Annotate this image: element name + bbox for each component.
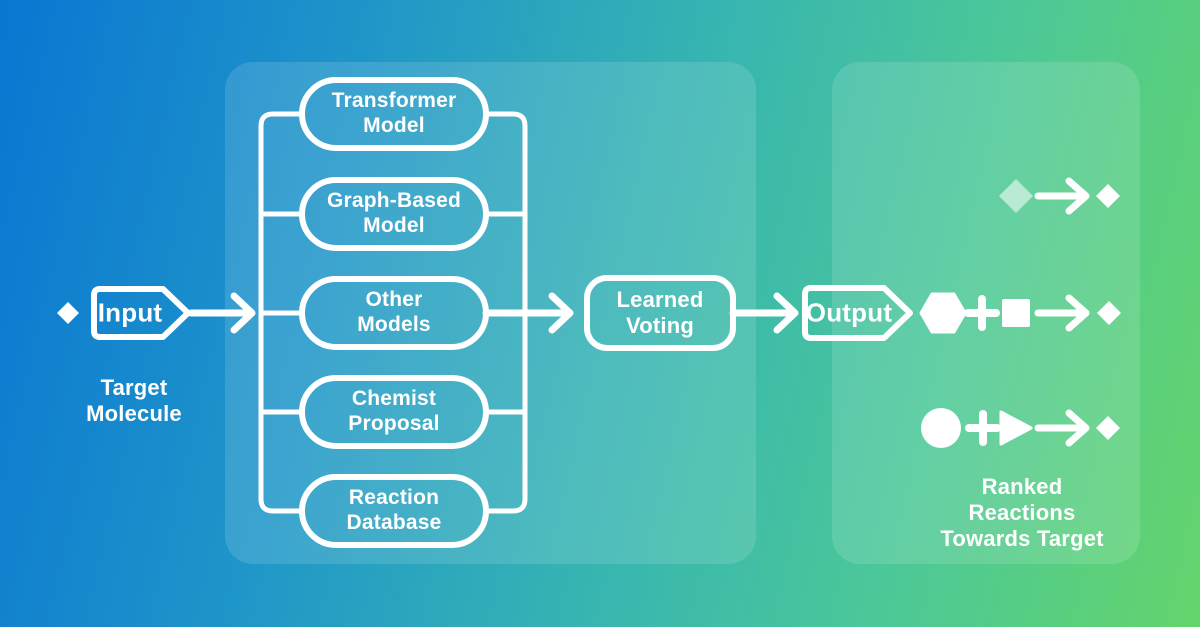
target-molecule-diamond-icon [57, 302, 79, 324]
model-label-transformer: Transformer Model [331, 89, 457, 137]
model-box-graph-based [299, 177, 489, 251]
circle-icon [921, 408, 961, 448]
model-box-transformer [299, 77, 489, 151]
ranked-reactions-caption: Ranked Reactions Towards Target [940, 474, 1104, 551]
voting-to-output-arrow [729, 292, 799, 334]
model-label-other: Other Models [357, 288, 431, 336]
ranked-reaction-row-3 [921, 408, 1120, 448]
model-box-reaction-db [299, 474, 489, 548]
square-icon [1002, 299, 1030, 327]
ranked-reaction-row-2 [919, 292, 1121, 334]
diamond-icon [1096, 184, 1120, 208]
model-label-graph-based: Graph-Based Model [326, 189, 462, 237]
diamond-icon [1097, 301, 1121, 325]
triangle-icon [999, 410, 1033, 446]
model-label-reaction-db: Reaction Database [346, 486, 442, 534]
reaction-arrow-icon [1034, 409, 1090, 447]
reaction-arrow-icon [1034, 294, 1090, 332]
reaction-arrow-icon [1034, 177, 1090, 215]
input-label: Input [97, 297, 163, 328]
output-label: Output [805, 297, 893, 328]
plus-icon [965, 410, 1001, 446]
diamond-icon [1096, 416, 1120, 440]
input-to-models-arrow [187, 292, 256, 334]
learned-voting-label: Learned Voting [616, 287, 704, 338]
model-box-chemist [299, 375, 489, 449]
target-molecule-caption: Target Molecule [86, 375, 182, 426]
input-shape [91, 286, 191, 340]
output-shape [802, 285, 913, 341]
hexagon-icon [919, 292, 967, 334]
models-to-voting-arrow [482, 292, 574, 334]
models-bracket-left [258, 111, 302, 514]
diamond-faded-icon [999, 179, 1033, 213]
model-label-chemist: Chemist Proposal [348, 387, 440, 435]
plus-icon [964, 295, 1000, 331]
ranked-reaction-row-1 [999, 177, 1120, 215]
